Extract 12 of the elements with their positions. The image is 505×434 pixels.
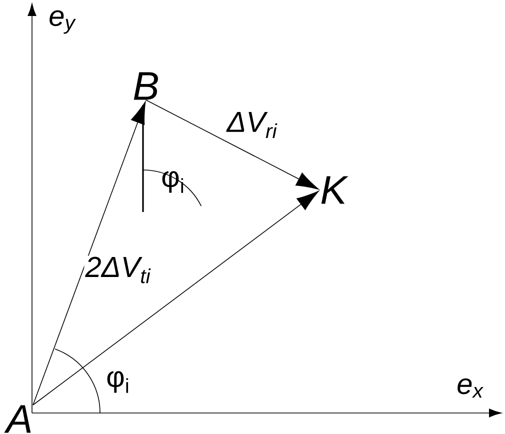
axis-label: e$_{x}$ xyxy=(458,378,484,398)
point-label: B xyxy=(134,72,158,100)
point-label: A xyxy=(4,405,31,433)
edge-label: ΔV$_{ri}$ xyxy=(226,112,278,138)
arrow xyxy=(32,190,319,406)
point-label: K xyxy=(321,176,348,204)
angle-label: φ$_{i}$ xyxy=(162,171,184,193)
edge-label: 2ΔV$_{ti}$ xyxy=(85,256,151,284)
angle-label: φ$_{i}$ xyxy=(107,371,128,393)
axis-label: e$_{y}$ xyxy=(50,10,76,34)
arrow xyxy=(146,100,319,190)
arrow xyxy=(32,101,146,406)
